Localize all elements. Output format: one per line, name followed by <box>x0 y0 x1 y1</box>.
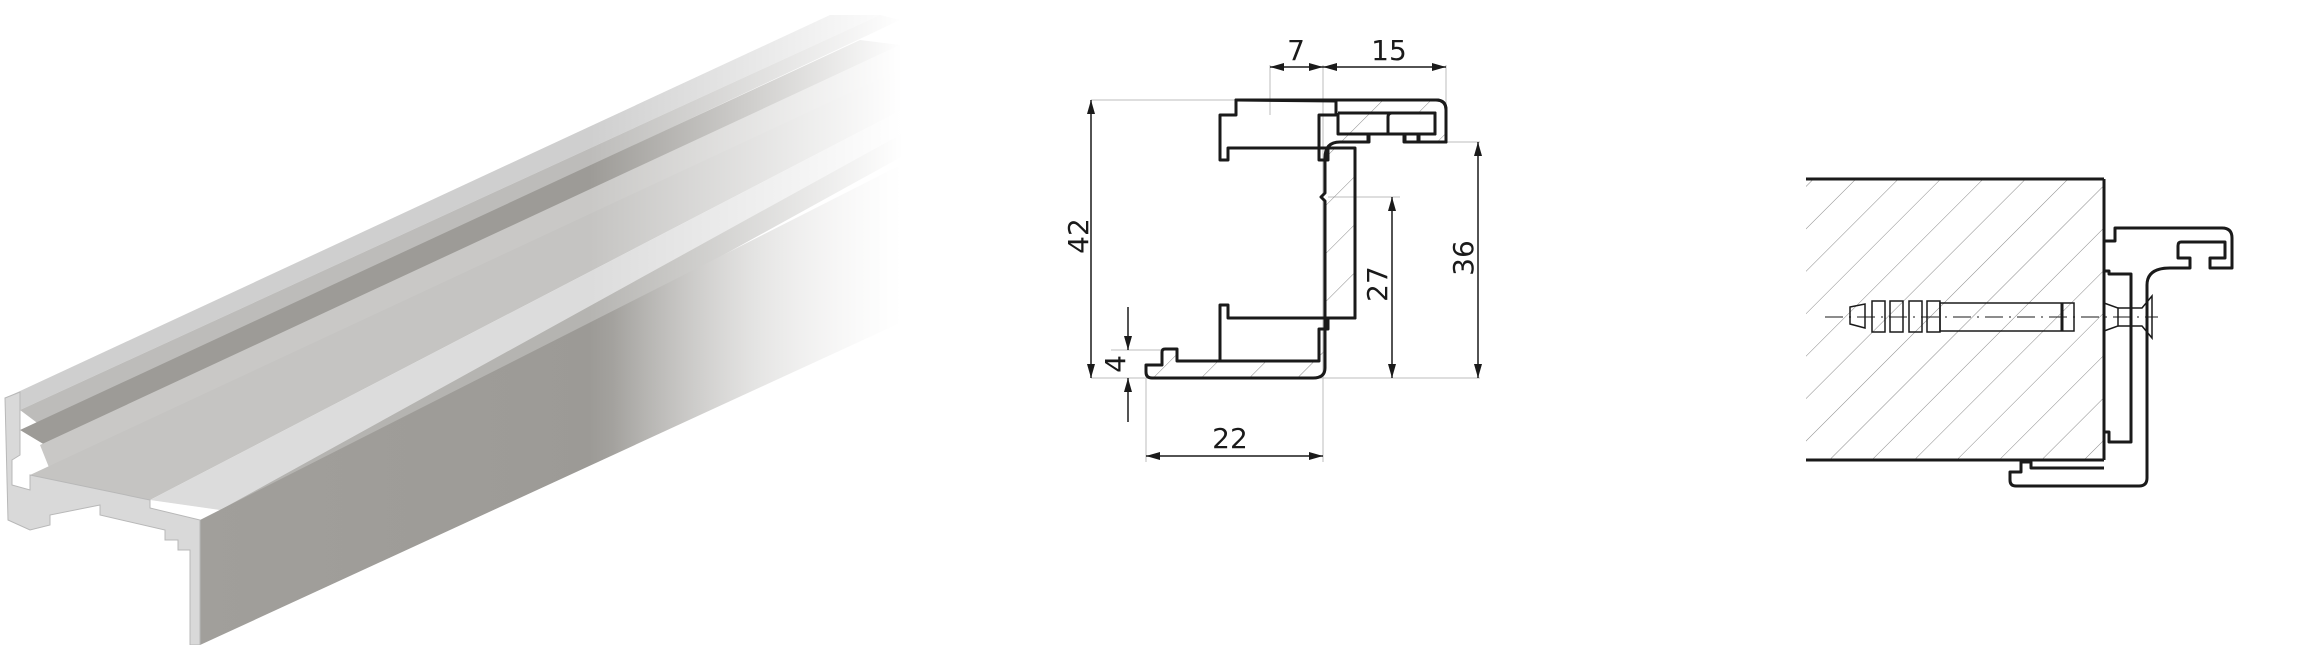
dim-42: 42 <box>1062 218 1095 254</box>
dim-36: 36 <box>1447 240 1480 276</box>
installation-section <box>1780 0 2315 645</box>
wall-block <box>1806 177 2106 462</box>
dim-27: 27 <box>1361 266 1394 302</box>
profile-3d-render <box>0 0 950 645</box>
profile-section-shape <box>1146 100 1446 378</box>
dim-4: 4 <box>1099 355 1132 373</box>
profile-outline <box>1146 100 1446 378</box>
dim-15: 15 <box>1371 34 1407 67</box>
installation-drawing <box>1806 177 2234 488</box>
profile-body <box>1144 98 1448 380</box>
dimension-lines <box>1087 63 1482 460</box>
dim-22: 22 <box>1212 422 1248 455</box>
mounted-profile <box>2008 226 2234 488</box>
dim-7: 7 <box>1287 34 1305 67</box>
profile-3d-illustration <box>0 0 950 645</box>
cross-section-drawing: 7 15 42 4 22 27 36 <box>1062 34 1482 462</box>
profile-cross-section: 7 15 42 4 22 27 36 <box>1050 0 1600 645</box>
